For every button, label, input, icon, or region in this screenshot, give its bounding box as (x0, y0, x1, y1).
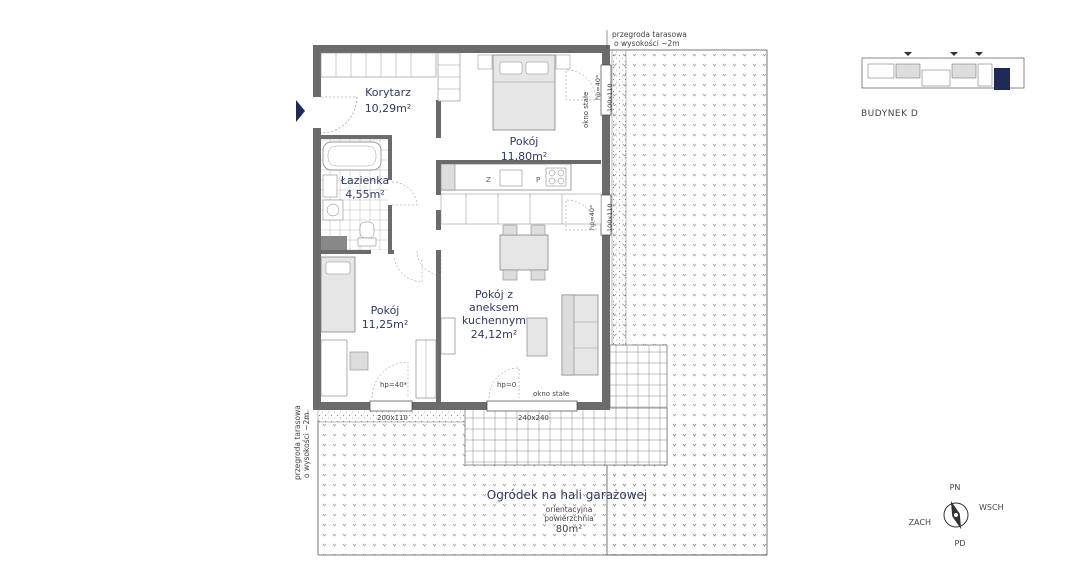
room-area-bedroom-2: 11,25m² (362, 318, 409, 331)
window-note-hp40-bottom: hp=40* (380, 381, 408, 389)
highlighted-apartment (994, 68, 1010, 90)
terrace-note-top-2: o wysokości ~2m (614, 39, 680, 48)
terrace-note-top-1: przegroda tarasowa (612, 30, 687, 39)
building-key-plan: BUDYNEK D (861, 52, 1025, 119)
bathroom-door-swing (391, 181, 418, 206)
bed-bedroom-1 (477, 54, 571, 131)
window-note-fixed-bottom: okno stałe (533, 390, 569, 398)
garden-note-2: powierzchnia (544, 514, 594, 523)
bathroom-fixtures (321, 139, 388, 250)
room-area-living: 24,12m² (471, 328, 518, 341)
room-area-bathroom: 4,55m² (345, 188, 385, 201)
window-note-hp40-right-mid: hp=40* (588, 204, 596, 230)
window-size-200x110: 200x110 (377, 414, 408, 422)
compass-south: PD (955, 539, 966, 548)
coffee-table (526, 317, 548, 357)
room-name-living-1: Pokój z (475, 288, 513, 301)
entrance-door-swing (320, 96, 358, 134)
entry-panels (440, 193, 602, 225)
window-size-right-top: 100x110 (606, 83, 614, 112)
garden-name: Ogródek na hali garażowej (487, 488, 647, 502)
bed-bedroom-2 (320, 256, 437, 399)
window-note-fixed-right: okno stałe (582, 92, 590, 128)
kitchen-counter: Z P (440, 163, 572, 191)
compass-east: WSCH (979, 503, 1004, 512)
living-door-swing (416, 250, 442, 276)
room-name-living-3: kuchennym (462, 314, 526, 327)
room-area-bedroom-1: 11,80m² (501, 150, 548, 163)
sofa (561, 294, 599, 376)
window-note-hp40-right-top: hp=40* (594, 74, 602, 100)
bedroom2-door-swing (393, 257, 423, 283)
inner-walls (321, 100, 601, 402)
window-note-hp0: hp=0 (497, 381, 516, 389)
room-name-bathroom: Łazienka (340, 174, 389, 187)
garden-note-1: orientacyjna (546, 505, 593, 514)
garden-area-value: 80m² (556, 524, 582, 535)
terrace-note-left-1: przegroda tarasowa (293, 405, 302, 480)
gravel-strip-right (611, 49, 627, 396)
compass: PN WSCH ZACH PD (909, 483, 1004, 548)
svg-text:P: P (536, 176, 540, 184)
room-name-bedroom-2: Pokój (371, 304, 400, 317)
window-swing-top (565, 69, 597, 101)
terrace-note-left-2: o wysokości ~2m (302, 412, 311, 478)
room-name-bedroom-1: Pokój (510, 135, 539, 148)
room-name-living-2: aneksem (469, 301, 519, 314)
window-swing-bottom-left (371, 361, 409, 399)
compass-north: PN (950, 483, 961, 492)
entrance-arrow-icon (296, 100, 305, 122)
room-area-corridor: 10,29m² (365, 102, 412, 115)
balcony-door-swing (488, 367, 520, 399)
window-size-right-mid: 100x110 (606, 203, 614, 232)
tv-cabinet (440, 317, 456, 355)
svg-text:Z: Z (486, 176, 491, 184)
wardrobe (320, 52, 461, 102)
dining-table (499, 224, 549, 281)
window-size-240x240: 240x240 (518, 414, 549, 422)
terrace-tiles (464, 344, 668, 466)
compass-west: ZACH (909, 518, 931, 527)
building-label: BUDYNEK D (861, 109, 918, 119)
room-name-corridor: Korytarz (365, 86, 411, 99)
